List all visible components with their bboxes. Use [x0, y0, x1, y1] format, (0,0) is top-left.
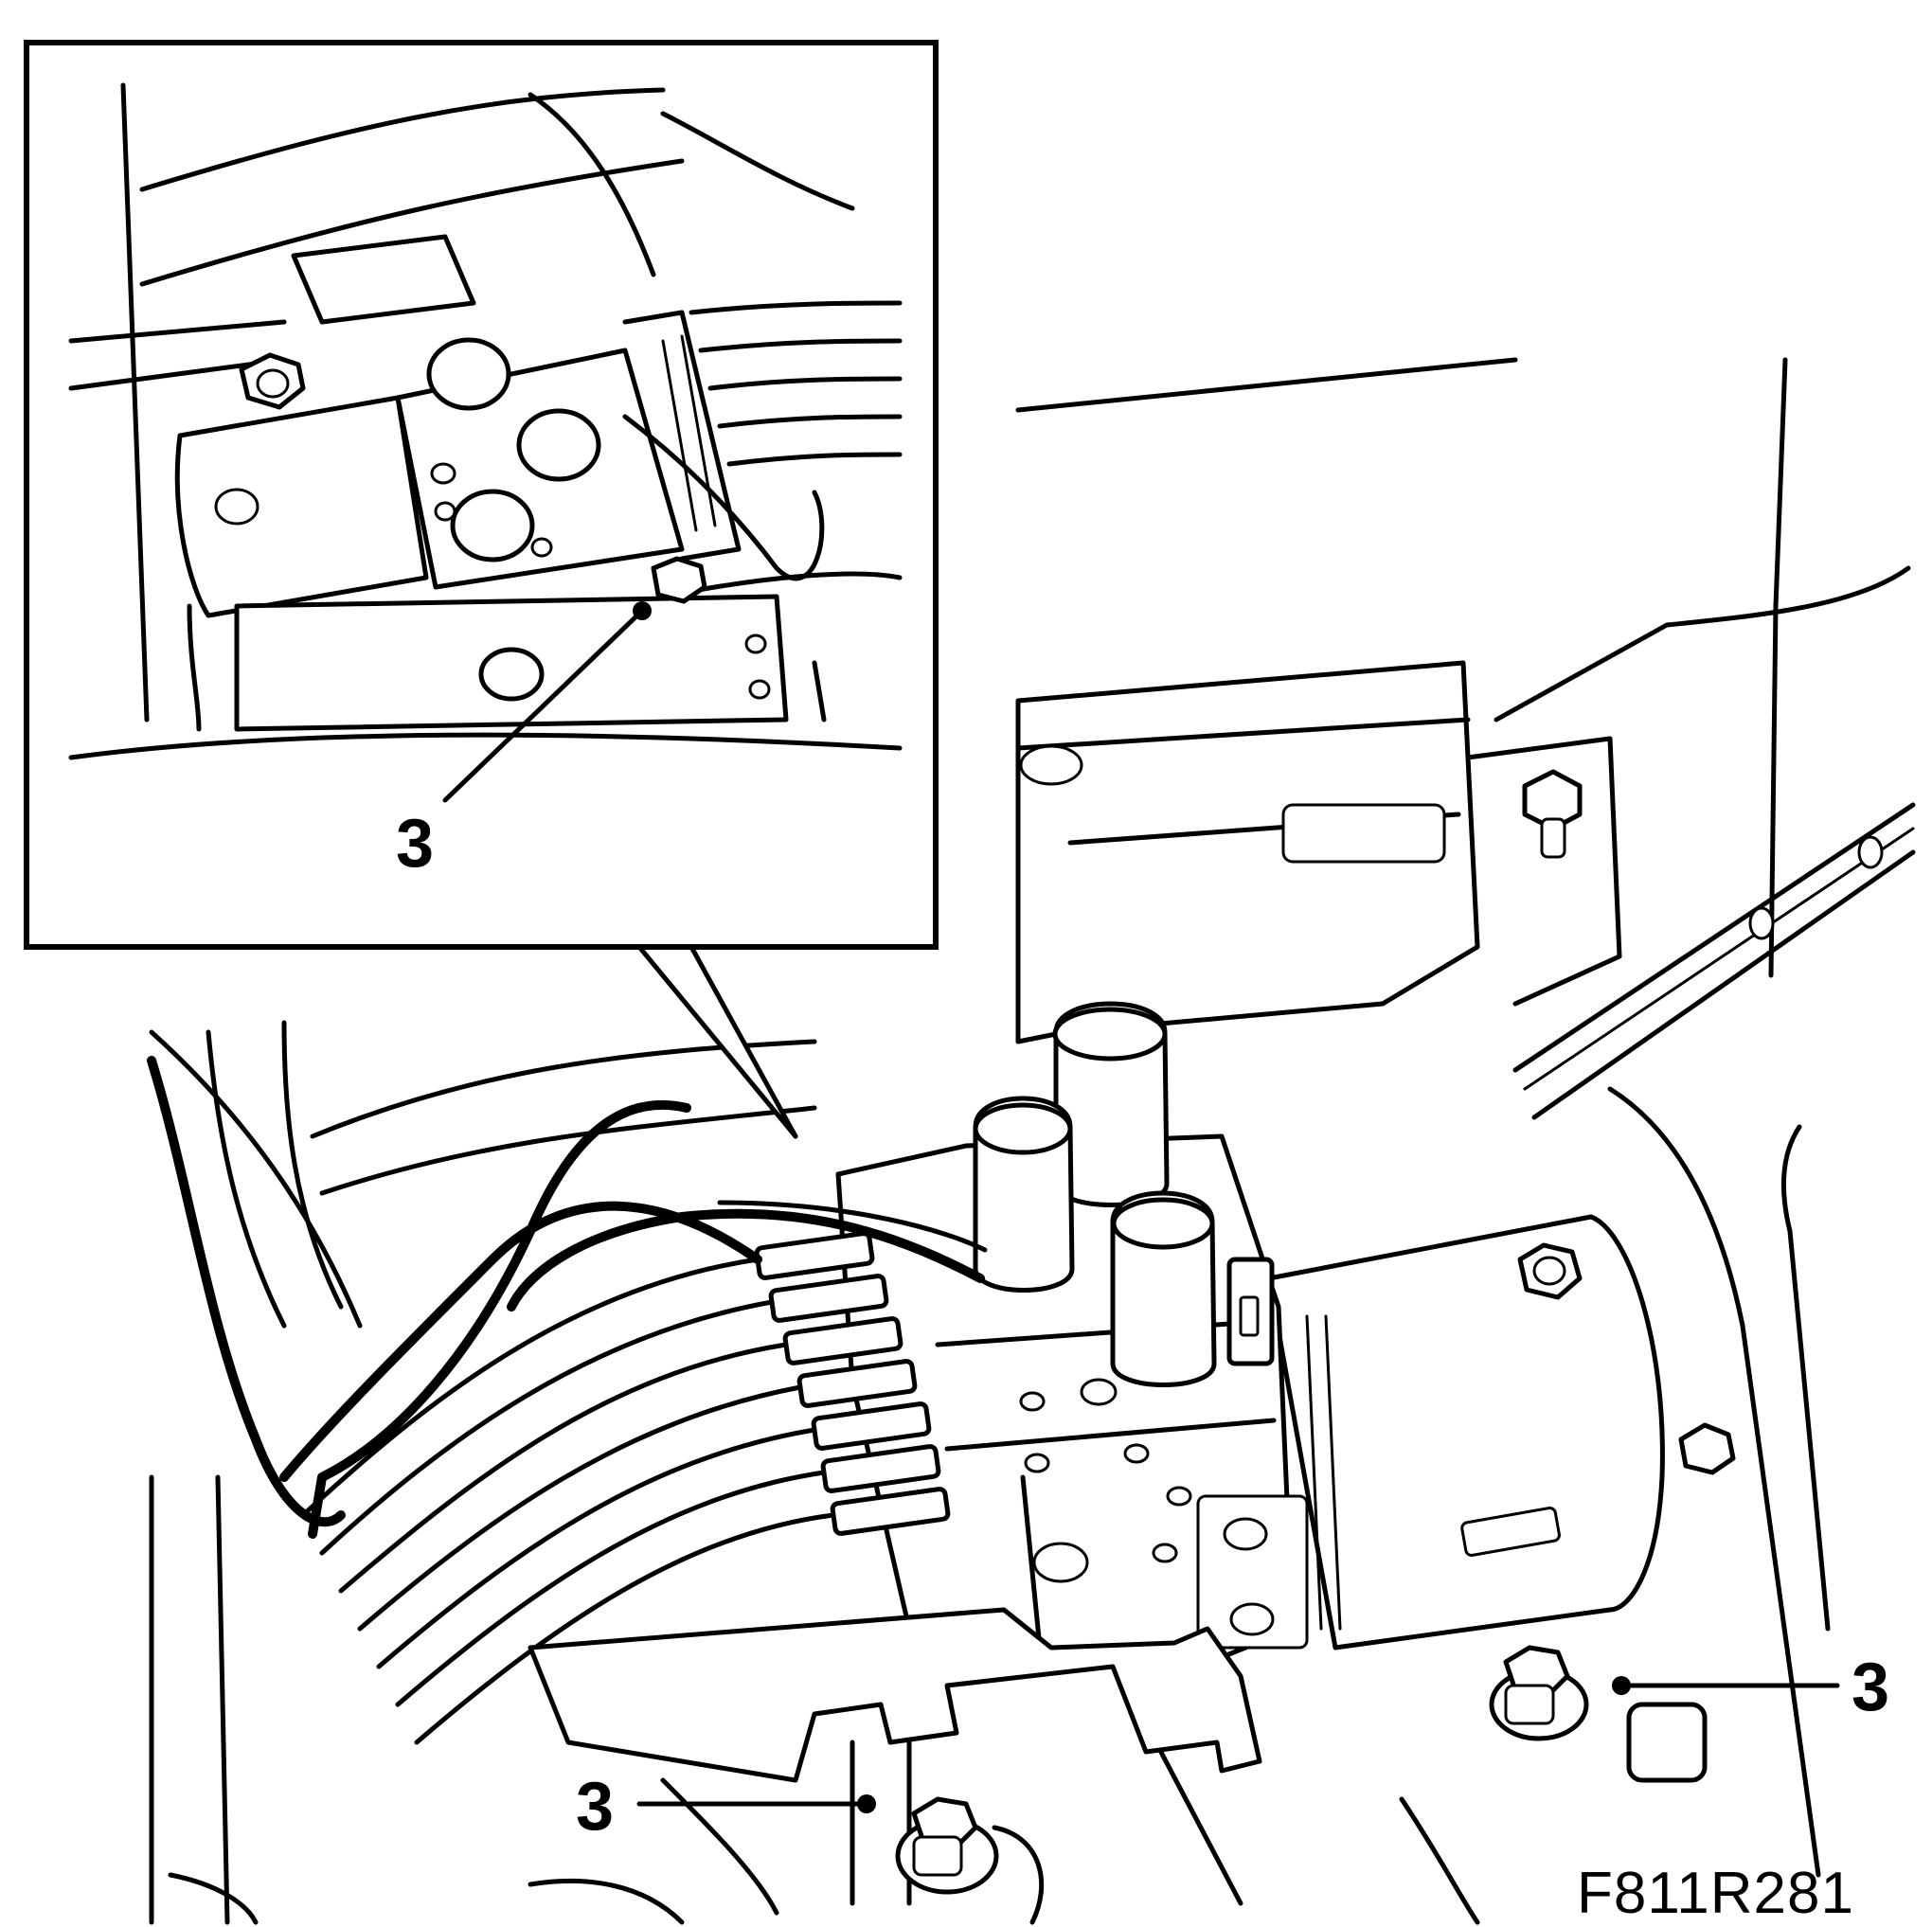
figure-reference-code: F811R281 — [1577, 1861, 1854, 1926]
bracket-bolt — [1522, 769, 1583, 859]
callout-label-rear-right: 3 — [1852, 1650, 1889, 1725]
inset-domes — [426, 337, 601, 562]
main-view — [149, 357, 1916, 1925]
brake-line-fittings — [754, 1231, 951, 1536]
callout-label-front-left: 3 — [576, 1769, 614, 1845]
mount-bolt-rear — [1489, 1645, 1589, 1741]
valve-domes — [973, 1001, 1217, 1387]
callout-inset: 3 — [396, 601, 652, 882]
callout-front-left: 3 — [576, 1769, 876, 1845]
hydraulic-unit — [147, 1001, 1736, 1906]
mount-bolt-front — [895, 1796, 999, 1895]
motor-bolt — [1517, 1242, 1583, 1300]
callout-label-inset: 3 — [396, 806, 434, 882]
inset-panel — [24, 40, 939, 1139]
side-bolt — [1678, 1422, 1736, 1475]
callout-rear-right: 3 — [1612, 1650, 1889, 1725]
